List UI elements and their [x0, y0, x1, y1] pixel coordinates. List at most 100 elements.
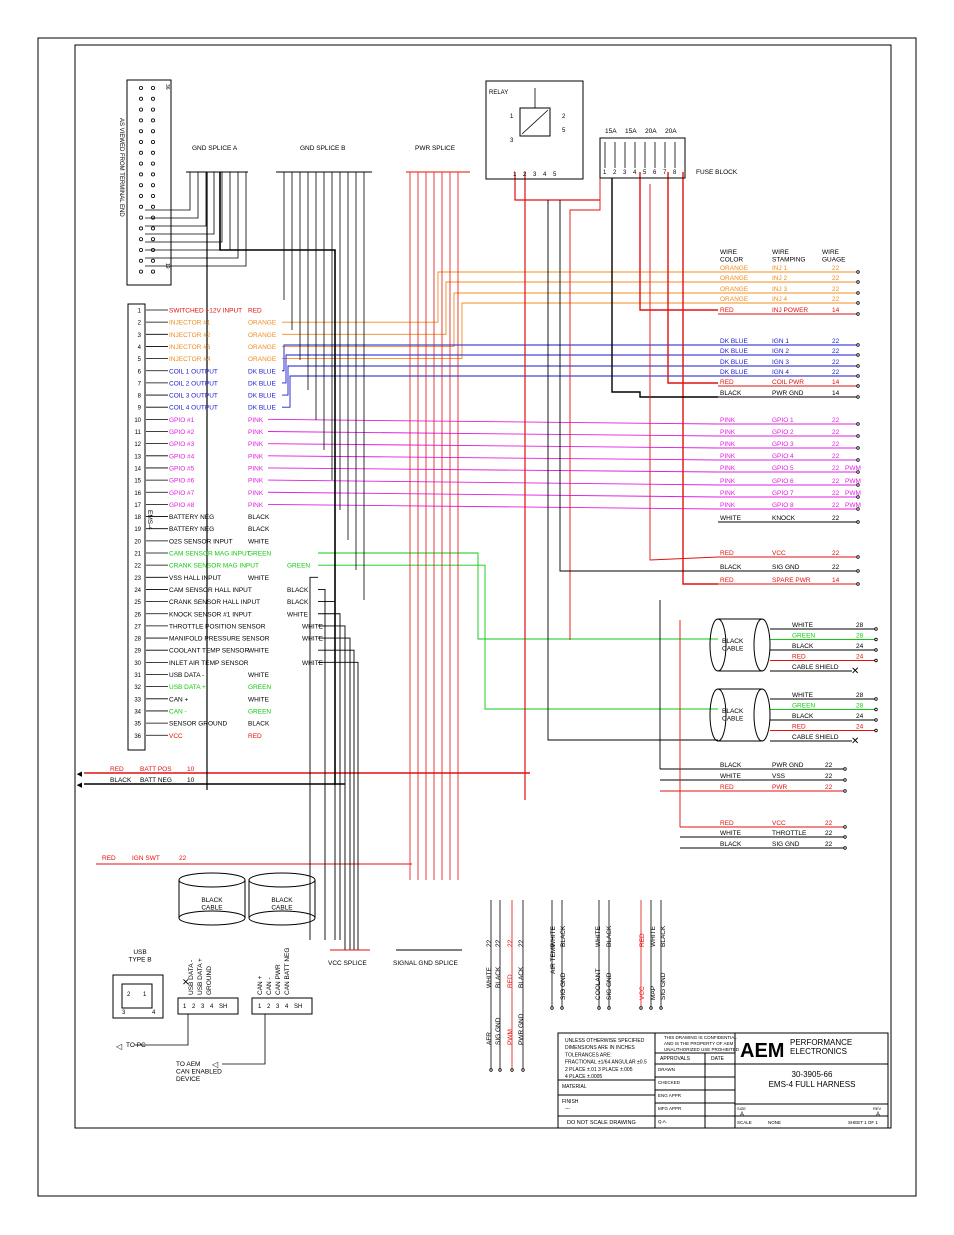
bottom-wire-label: WHITE: [486, 966, 493, 988]
usb-terminal: 4: [210, 1004, 214, 1010]
title-size: SIZE: [737, 1106, 746, 1111]
ems-pin-name: CRANK SENSOR MAG INPUT: [169, 563, 259, 570]
connector-pin-18: [138, 269, 143, 274]
connector-pin-28: [150, 183, 155, 188]
cable-2-wire-name: GREEN: [792, 703, 815, 710]
cable-2-wire-name: CABLE SHIELD: [792, 734, 839, 741]
sensor-lead-terminal: [521, 1068, 525, 1072]
connector-pin-20: [150, 96, 155, 101]
fuse-rating: 20A: [665, 128, 677, 135]
ems-pin-number: 30: [134, 661, 141, 667]
wire-table-color: PINK: [720, 478, 736, 485]
ems-pin-name: GPIO #7: [169, 490, 195, 497]
crank-sensor-wire: [318, 564, 718, 710]
ems-pin-number: 15: [134, 479, 141, 485]
ems-pin-number: 7: [138, 381, 142, 387]
connector-pin-number: 36: [164, 84, 170, 90]
usb-terminal: 1: [183, 1004, 187, 1010]
ems-pin-number: 27: [134, 624, 141, 630]
ems-pin-name: GPIO #4: [169, 453, 195, 460]
usb-pin: 4: [152, 1010, 156, 1016]
vss-group-color: WHITE: [720, 773, 742, 780]
bottom-wire-label: WHITE: [650, 925, 657, 947]
cable-1-wire-gauge: 24: [856, 643, 864, 650]
wire-table-stamp: GPIO 1: [772, 417, 794, 424]
battery-arrow-icon: ◀: [77, 771, 83, 778]
ems-pin-number: 29: [134, 649, 141, 655]
bottom-wire-label: AIR TEMP: [550, 943, 557, 974]
cable-2-wire-terminal: [874, 728, 878, 733]
can-device-arrow-icon: ◁: [212, 1060, 219, 1069]
tps-group-terminal: [843, 825, 847, 829]
ems-pin-number: 5: [138, 357, 142, 363]
can-terminal: 4: [285, 1004, 289, 1010]
ems-pin-wire-color: ORANGE: [248, 332, 277, 339]
ems-pin-wire-color: WHITE: [248, 696, 270, 703]
vss-group-gauge: 22: [825, 773, 833, 780]
tps-group-stamp: THROTTLE: [772, 830, 807, 837]
ems-pin-number: 8: [138, 394, 142, 400]
sensor-wire: [318, 625, 346, 950]
usb-unused-pin-icon: ✕: [182, 977, 190, 987]
wire-table-stamp: GPIO 2: [772, 429, 794, 436]
usb-pin: 2: [127, 992, 131, 998]
wire-table-pwm: PWM: [845, 465, 861, 472]
drawing-title: EMS-4 FULL HARNESS: [769, 1080, 856, 1089]
ems-pin-wire-color: BLACK: [287, 599, 309, 606]
ems-pin-wire-color: DK BLUE: [248, 380, 276, 387]
ems-pin-wire-color: GREEN: [287, 563, 310, 570]
ems-pin-strip: [127, 303, 146, 751]
bottom-wire-label: 22: [495, 939, 502, 947]
wire-table-terminal: [856, 312, 860, 316]
title-finish-value: ---: [565, 1106, 570, 1112]
ems-pin-name: USB DATA -: [169, 672, 204, 679]
cable-1-wire-name: WHITE: [792, 622, 814, 629]
wire-table-gauge: 22: [832, 502, 840, 509]
title-mfg: MFG APPR: [658, 1106, 682, 1111]
ems-pin-number: 14: [134, 466, 141, 472]
relay-output-wire: [514, 172, 600, 201]
bottom-wire-label: BLACK: [518, 966, 525, 988]
connector-pin-8: [138, 161, 143, 166]
ems-pin-name: INJECTOR #3: [169, 344, 211, 351]
ems-pin-number: 12: [134, 442, 141, 448]
cable-1-wire-gauge: 28: [856, 622, 864, 629]
usb-terminal: 3: [201, 1004, 205, 1010]
wire-table-gauge: 22: [832, 429, 840, 436]
vcc-group-gauge: 22: [832, 564, 840, 571]
fuse-pin-number: 4: [633, 170, 637, 176]
wire-table-gauge: 22: [832, 417, 840, 424]
ems-pin-name: SENSOR GROUND: [169, 721, 227, 728]
ems-pin-name: COOLANT TEMP SENSOR: [169, 648, 249, 655]
wire-table-color: ORANGE: [720, 296, 749, 303]
injector-wire: [282, 271, 718, 323]
can-cable-to-device: [222, 1014, 266, 1065]
cable-2-wire-name: BLACK: [792, 713, 814, 720]
usb-pin: 1: [143, 992, 147, 998]
relay-pin-number: 5: [553, 172, 557, 178]
fuse-pin-number: 3: [623, 170, 627, 176]
ems-pin-name: GPIO #3: [169, 441, 195, 448]
ign-swt-color: RED: [102, 855, 116, 862]
tps-group-stamp: VCC: [772, 820, 786, 827]
ems-pin-name: GPIO #2: [169, 429, 195, 436]
ems-pin-name: VCC: [169, 733, 183, 740]
title-drawn: DRAWN: [658, 1067, 675, 1072]
ems-pin-wire-color: PINK: [248, 429, 264, 436]
fuse-pin-number: 7: [663, 170, 667, 176]
splice-label-gnd-b: GND SPLICE B: [300, 145, 346, 152]
relay-pin-number: 4: [543, 172, 547, 178]
wire-table-gauge: 22: [832, 359, 840, 366]
vcc-group-terminal: [856, 582, 860, 586]
bottom-wire-label: BLACK: [606, 925, 613, 947]
fuse-pin-number: 8: [673, 170, 677, 176]
cable-1-wire-name: BLACK: [792, 643, 814, 650]
vss-group-stamp: PWR: [772, 784, 787, 791]
ems-pin-name: BATTERY NEG: [169, 514, 214, 521]
wire-table-stamp: INJ 3: [772, 286, 788, 293]
sensor-lead-terminal: [639, 1006, 643, 1010]
relay-coil-pin: 3: [510, 138, 514, 144]
connector-pin-12: [138, 204, 143, 209]
wire-table-gauge: 14: [832, 390, 840, 397]
